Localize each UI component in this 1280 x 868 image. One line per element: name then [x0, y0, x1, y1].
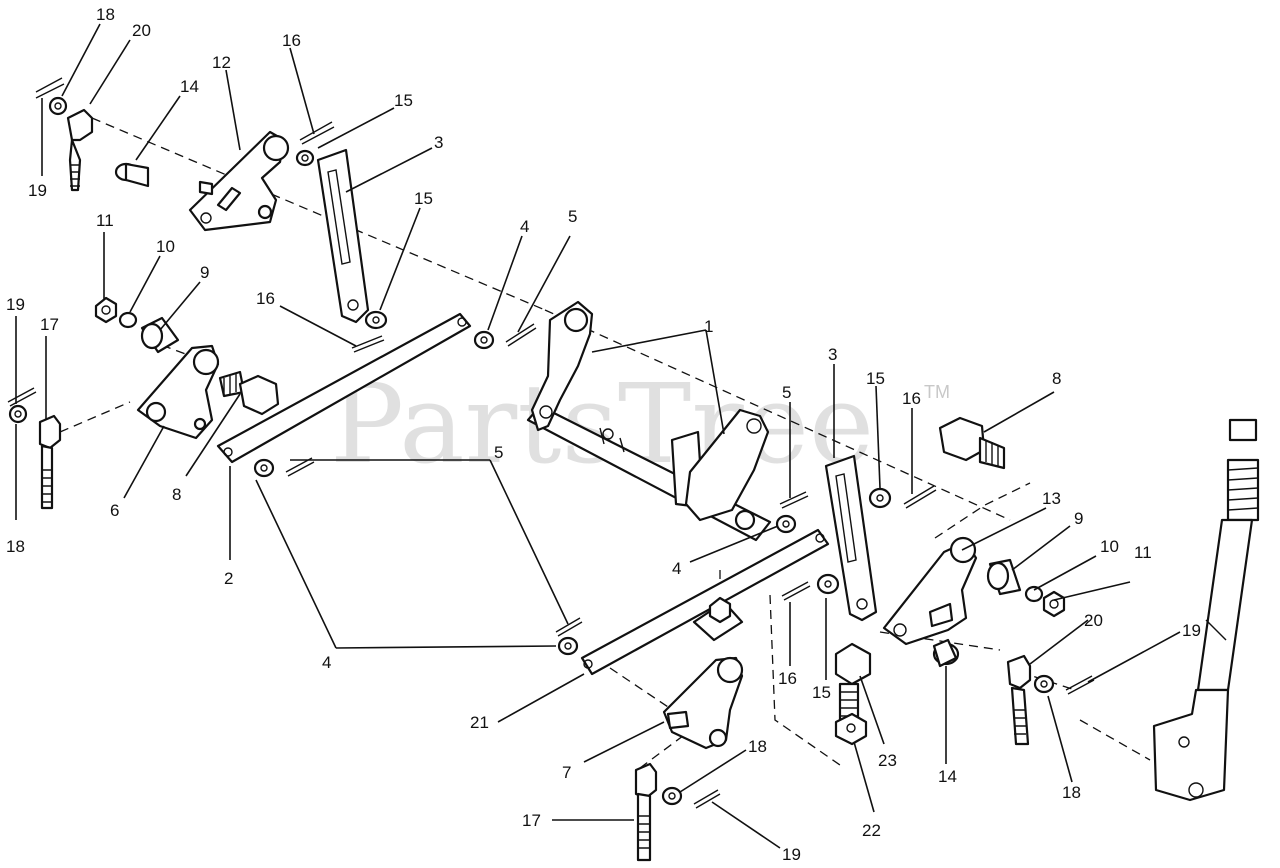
nut-washer-bushing-left — [94, 296, 180, 354]
clevis-left — [7, 387, 62, 510]
callout-12: 12 — [212, 53, 231, 72]
callout-labels: 18 20 12 14 16 15 3 19 15 11 10 9 4 5 19… — [6, 5, 1201, 864]
callout-9: 9 — [200, 263, 209, 282]
callout-15: 15 — [812, 683, 831, 702]
callout-8: 8 — [172, 485, 181, 504]
callout-21: 21 — [470, 713, 489, 732]
callout-19: 19 — [6, 295, 25, 314]
leader-lines — [15, 23, 1181, 849]
callout-6: 6 — [110, 501, 119, 520]
callout-11: 11 — [1134, 543, 1152, 562]
callout-16: 16 — [282, 31, 301, 50]
callout-10: 10 — [1100, 537, 1119, 556]
callout-15: 15 — [866, 369, 885, 388]
plate-6 — [136, 344, 220, 440]
watermark-text: PartsTree — [330, 360, 874, 488]
slotted-link-3-top — [316, 148, 388, 353]
callout-8: 8 — [1052, 369, 1061, 388]
callout-15: 15 — [414, 189, 433, 208]
cotter-15-top — [295, 121, 335, 167]
callout-14: 14 — [938, 767, 957, 786]
callout-16: 16 — [256, 289, 275, 308]
callout-19: 19 — [782, 845, 801, 864]
plate-7 — [662, 656, 744, 750]
callout-1: 1 — [704, 317, 713, 336]
clevis-top-left — [35, 77, 94, 192]
callout-4: 4 — [520, 217, 529, 236]
slotted-link-3-right — [781, 454, 937, 622]
pin-14-right — [932, 638, 960, 668]
pin-14-top — [114, 162, 150, 188]
callout-13: 13 — [1042, 489, 1061, 508]
callout-5: 5 — [782, 383, 791, 402]
callout-14: 14 — [180, 77, 199, 96]
callout-17: 17 — [40, 315, 59, 334]
clevis-right — [1006, 654, 1095, 746]
shaft-assembly-1 — [526, 300, 772, 542]
plate-13 — [882, 536, 978, 646]
callout-20: 20 — [1084, 611, 1103, 630]
callout-19: 19 — [28, 181, 47, 200]
callout-11: 11 — [96, 211, 114, 230]
nut-washer-bushing-right — [986, 558, 1066, 618]
callout-5: 5 — [568, 207, 577, 226]
bracket-nut-center — [692, 596, 872, 746]
callout-4: 4 — [672, 559, 681, 578]
callout-2: 2 — [224, 569, 233, 588]
callout-10: 10 — [156, 237, 175, 256]
clevis-bottom — [634, 762, 721, 862]
callout-18: 18 — [748, 737, 767, 756]
lift-handle — [1152, 418, 1260, 802]
plate-12 — [188, 130, 290, 232]
link-rod-2 — [216, 312, 472, 464]
callout-16: 16 — [778, 669, 797, 688]
callout-19: 19 — [1182, 621, 1201, 640]
callout-5: 5 — [494, 443, 503, 462]
callout-16: 16 — [902, 389, 921, 408]
callout-20: 20 — [132, 21, 151, 40]
callout-4: 4 — [322, 653, 331, 672]
callout-7: 7 — [562, 763, 571, 782]
callout-22: 22 — [862, 821, 881, 840]
watermark-trademark: TM — [924, 382, 950, 402]
washers-rod-2 — [253, 323, 537, 478]
bolt-8-right — [938, 416, 1006, 470]
callout-15: 15 — [394, 91, 413, 110]
link-rod-21 — [555, 491, 830, 676]
callout-3: 3 — [434, 133, 443, 152]
callout-18: 18 — [6, 537, 25, 556]
callout-18: 18 — [96, 5, 115, 24]
callout-18: 18 — [1062, 783, 1081, 802]
callout-3: 3 — [828, 345, 837, 364]
callout-9: 9 — [1074, 509, 1083, 528]
callout-17: 17 — [522, 811, 541, 830]
bolt-8-left — [218, 370, 280, 416]
callout-23: 23 — [878, 751, 897, 770]
